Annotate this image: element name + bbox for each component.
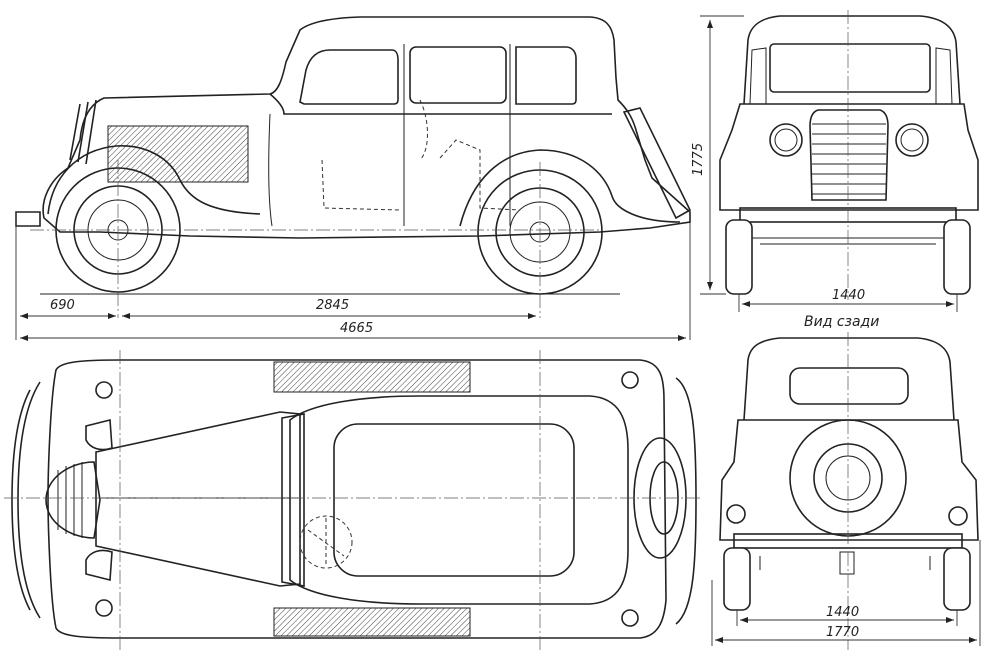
front-side-windows xyxy=(749,47,953,105)
top-view xyxy=(4,350,700,650)
top-hood xyxy=(95,411,301,587)
front-headlight-right xyxy=(895,123,929,157)
top-windshield xyxy=(281,413,305,587)
rear-wheel-right xyxy=(943,547,971,611)
top-sunroof xyxy=(333,423,575,577)
rear-dimensions: 1440 1770 xyxy=(711,540,981,646)
rear-wheel-left xyxy=(723,547,751,611)
dim-rear-track: 1440 xyxy=(826,605,859,620)
front-view: 1775 1440 xyxy=(691,10,979,312)
top-front-bumper xyxy=(17,381,41,619)
front-roof-outline xyxy=(743,15,961,105)
front-body-outline xyxy=(719,103,979,211)
rear-taillight-left xyxy=(726,504,746,524)
top-taillight-left xyxy=(621,371,639,389)
side-window-middle xyxy=(409,46,507,104)
top-rear-bumper xyxy=(675,377,697,625)
top-cabin xyxy=(289,395,629,605)
dim-overall-width: 1770 xyxy=(826,625,859,640)
front-wheel-right xyxy=(943,219,971,295)
side-rear-fender xyxy=(459,149,681,227)
side-seat-dashed xyxy=(321,99,521,211)
front-windshield xyxy=(769,43,931,93)
front-dimensions: 1775 1440 xyxy=(691,15,958,312)
side-spare-wheel xyxy=(622,107,692,220)
side-front-fender xyxy=(47,145,261,215)
front-grille xyxy=(809,109,889,201)
side-door-lines xyxy=(268,44,511,227)
front-wheel-left xyxy=(725,219,753,295)
top-marker-fl xyxy=(95,381,113,399)
rear-roof-outline xyxy=(743,337,955,421)
front-headlight-left xyxy=(769,123,803,157)
rear-view: Вид сзади 1440 1770 xyxy=(711,314,981,650)
rear-taillight-right xyxy=(948,506,968,526)
rear-exhaust xyxy=(759,551,931,575)
rear-view-title: Вид сзади xyxy=(804,314,879,330)
top-marker-fr xyxy=(95,599,113,617)
side-window-rear xyxy=(515,46,577,105)
top-axle-centerlines xyxy=(4,350,700,650)
top-right-fender-hatch xyxy=(273,607,471,637)
side-front-bumper xyxy=(15,211,41,227)
dim-wheelbase: 2845 xyxy=(316,298,349,313)
top-headlight-left xyxy=(85,418,113,451)
dim-front-overhang: 690 xyxy=(50,298,75,313)
top-steering-wheel xyxy=(299,515,353,569)
top-taillight-right xyxy=(621,609,639,627)
dim-height: 1775 xyxy=(691,143,706,176)
dim-overall-length: 4665 xyxy=(340,321,373,336)
top-left-fender-hatch xyxy=(273,361,471,393)
side-view: 690 2845 4665 xyxy=(15,16,692,341)
dim-front-track: 1440 xyxy=(832,288,865,303)
top-headlight-right xyxy=(85,549,113,582)
hood-louvers xyxy=(107,125,249,183)
side-beltline xyxy=(269,93,612,115)
front-grille-bars xyxy=(812,123,886,195)
side-dimensions: 690 2845 4665 xyxy=(15,212,691,341)
side-wheel-centerlines xyxy=(30,160,600,318)
rear-window xyxy=(789,367,909,405)
top-body-outline xyxy=(47,359,667,639)
top-grille xyxy=(45,461,101,539)
side-window-front xyxy=(299,49,399,105)
side-body-outline xyxy=(42,16,691,239)
rear-body-outline xyxy=(719,419,979,541)
